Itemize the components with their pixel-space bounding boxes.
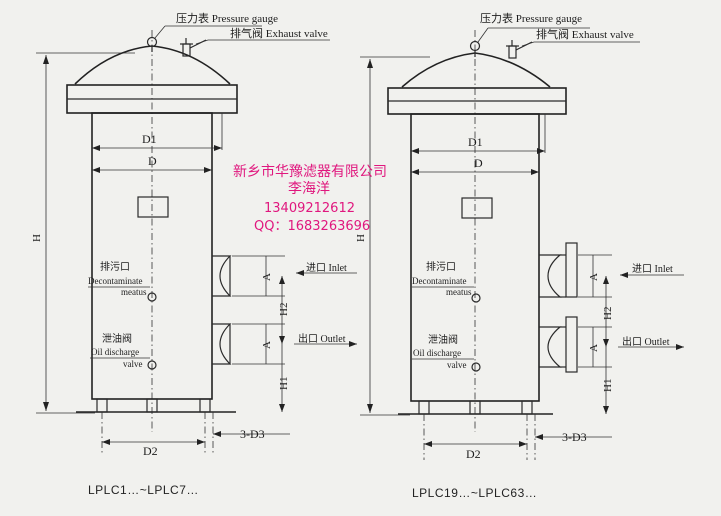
right-oil-en2: valve bbox=[447, 360, 467, 370]
right-d2-label: D2 bbox=[466, 447, 481, 461]
left-pressure-gauge-label: 压力表 Pressure gauge bbox=[176, 11, 278, 25]
left-exhaust-valve-label: 排气阀 Exhaust valve bbox=[230, 26, 328, 40]
left-oil-en1: Oil discharge bbox=[91, 347, 139, 357]
left-diagram: H 压力表 Pressure gauge 排气阀 Exhaust valve D… bbox=[31, 11, 357, 458]
right-a-bottom-label: A bbox=[588, 344, 600, 352]
right-exhaust-valve-icon bbox=[508, 45, 517, 59]
watermark-person: 李海洋 bbox=[288, 181, 330, 197]
watermark-phone: 13409212612 bbox=[264, 201, 355, 216]
left-decontaminate-en1: Decontaminate bbox=[88, 276, 142, 286]
watermark-qq: QQ：1683263696 bbox=[254, 219, 371, 234]
right-decontaminate-en2: meatus bbox=[446, 287, 472, 297]
left-model-caption: LPLC1…~LPLC7… bbox=[88, 483, 199, 497]
right-inlet-label: 进口 Inlet bbox=[632, 263, 673, 275]
right-oil-valve-icon bbox=[471, 362, 481, 372]
left-nameplate bbox=[137, 196, 169, 218]
left-h2-label: H2 bbox=[278, 303, 290, 316]
left-pressure-gauge-icon bbox=[146, 36, 158, 48]
left-decontaminate-en2: meatus bbox=[121, 287, 147, 297]
right-decontaminate-cn: 排污口 bbox=[426, 260, 456, 273]
right-oil-cn: 泄油阀 bbox=[428, 333, 458, 346]
left-outlet-label: 出口 Outlet bbox=[298, 332, 346, 345]
left-inlet-nozzle bbox=[212, 255, 232, 297]
right-inlet-nozzle bbox=[539, 254, 562, 298]
right-nameplate bbox=[461, 197, 493, 219]
left-d3-label: 3-D3 bbox=[240, 427, 265, 441]
right-legs bbox=[398, 400, 553, 460]
watermark-company: 新乡市华豫滤器有限公司 bbox=[233, 164, 387, 180]
right-d-label: D bbox=[474, 156, 483, 170]
left-d2-label: D2 bbox=[143, 444, 158, 458]
right-pressure-gauge-icon bbox=[469, 40, 481, 52]
left-a-bottom-label: A bbox=[261, 341, 273, 349]
left-oil-en2: valve bbox=[123, 359, 143, 369]
right-h2-label: H2 bbox=[602, 307, 614, 320]
left-d1-label: D1 bbox=[142, 132, 157, 146]
right-oil-en1: Oil discharge bbox=[413, 348, 461, 358]
left-oil-cn: 泄油阀 bbox=[102, 332, 132, 345]
left-a-top-label: A bbox=[261, 273, 273, 281]
left-h-label: H bbox=[31, 234, 43, 242]
right-h1-label: H1 bbox=[602, 379, 614, 392]
right-diagram: H 压力表 Pressure gauge 排气阀 Exhaust valve D… bbox=[355, 11, 684, 461]
right-a-top-label: A bbox=[588, 273, 600, 281]
right-d3-label: 3-D3 bbox=[562, 430, 587, 444]
right-d1-label: D1 bbox=[468, 135, 483, 149]
right-outlet-nozzle bbox=[539, 326, 562, 368]
right-outlet-label: 出口 Outlet bbox=[622, 335, 670, 348]
right-exhaust-valve-label: 排气阀 Exhaust valve bbox=[536, 27, 634, 41]
left-decontaminate-port-icon bbox=[147, 292, 157, 302]
left-h1-label: H1 bbox=[278, 377, 290, 390]
left-decontaminate-cn: 排污口 bbox=[100, 260, 130, 273]
right-h-label: H bbox=[355, 234, 367, 242]
left-outlet-nozzle bbox=[212, 323, 232, 365]
left-oil-valve-icon bbox=[147, 360, 157, 370]
left-inlet-label: 进口 Inlet bbox=[306, 262, 347, 274]
right-pressure-gauge-label: 压力表 Pressure gauge bbox=[480, 11, 582, 25]
left-d-label: D bbox=[148, 154, 157, 168]
right-decontaminate-en1: Decontaminate bbox=[412, 276, 466, 286]
right-model-caption: LPLC19…~LPLC63… bbox=[412, 486, 538, 500]
left-legs bbox=[76, 398, 236, 455]
right-dome bbox=[401, 52, 551, 88]
right-decontaminate-port-icon bbox=[471, 293, 481, 303]
